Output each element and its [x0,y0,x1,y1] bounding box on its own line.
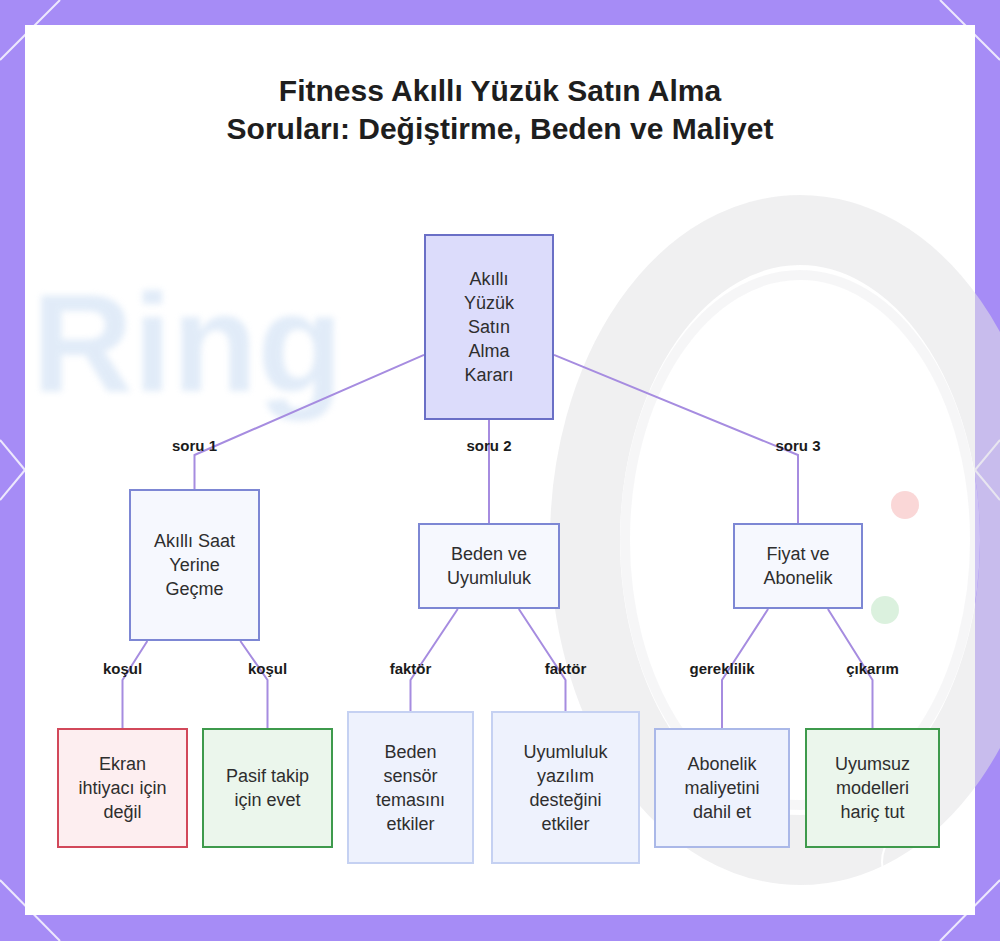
connector-line [554,355,798,523]
connector-line [195,355,425,489]
question-box: Akıllı Saat Yerine Geçme [129,489,260,641]
watermark: Ring [32,262,343,424]
edge-label: soru 1 [172,437,217,454]
edge-label: soru 3 [775,437,820,454]
factor-box: Beden sensör temasını etkiler [347,711,474,864]
edge-label: gereklilik [689,660,754,677]
question-box: Beden ve Uyumluluk [418,523,560,609]
edge-label: faktör [545,660,587,677]
edge-label: koşul [248,660,287,677]
connector-line [240,641,267,728]
panel [25,25,975,915]
node-label: Abonelik maliyetini dahil et [674,752,770,824]
negative-box: Ekran ihtiyacı için değil [57,728,188,848]
factor-box: Uyumluluk yazılım desteğini etkiler [491,711,640,864]
positive-box: Uyumsuz modelleri hariç tut [805,728,940,848]
node-label: Beden sensör temasını etkiler [368,740,454,836]
node-label: Uyumsuz modelleri hariç tut [825,752,921,824]
edge-label: çıkarım [846,660,899,677]
ring-illustration [585,230,1000,850]
root-box: Akıllı Yüzük Satın Alma Kararı [424,234,554,420]
node-label: Akıllı Yüzük Satın Alma Kararı [453,267,525,387]
requirement-box: Abonelik maliyetini dahil et [654,728,790,848]
diagram-title: Fitness Akıllı Yüzük Satın Alma Soruları… [220,72,780,148]
question-box: Fiyat ve Abonelik [733,523,863,609]
node-label: Pasif takip için evet [220,764,316,812]
edge-label: soru 2 [466,437,511,454]
node-label: Uyumluluk yazılım desteğini etkiler [514,740,618,836]
edge-label: koşul [103,660,142,677]
positive-box: Pasif takip için evet [202,728,333,848]
edge-label: faktör [390,660,432,677]
connector-line [123,641,148,728]
connector-line [488,420,490,523]
node-label: Beden ve Uyumluluk [437,542,541,590]
node-label: Akıllı Saat Yerine Geçme [145,529,245,601]
node-label: Fiyat ve Abonelik [748,542,848,590]
node-label: Ekran ihtiyacı için değil [77,752,169,824]
